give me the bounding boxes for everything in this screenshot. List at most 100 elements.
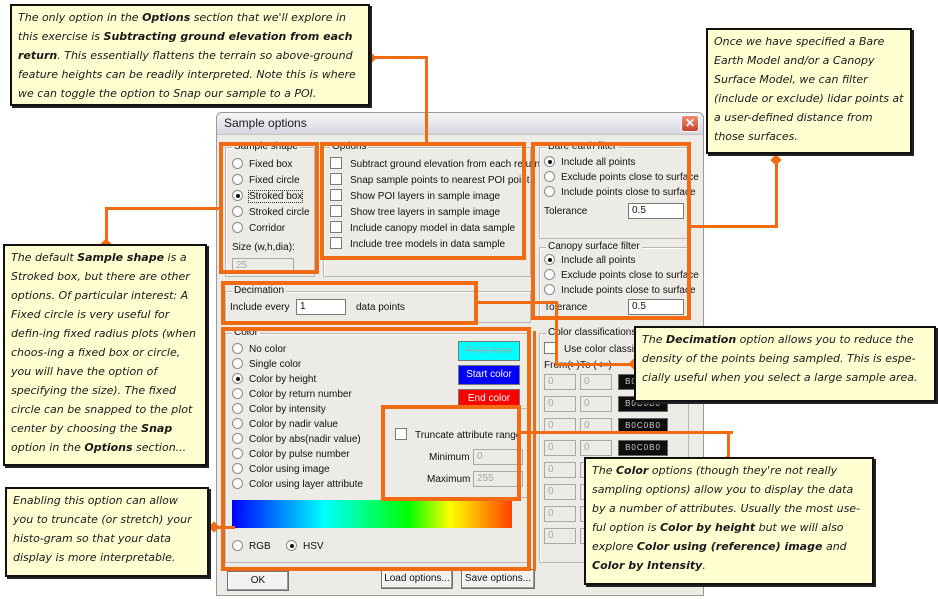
canopy-tolerance-input[interactable]: 0.5 bbox=[628, 299, 684, 315]
radio-label: RGB bbox=[249, 541, 271, 552]
highlight-decimation bbox=[221, 281, 478, 325]
checkbox-label: Snap sample points to nearest POI point bbox=[350, 175, 530, 186]
radio-selected-icon bbox=[544, 156, 555, 167]
radio-no-color[interactable]: No color bbox=[232, 343, 286, 356]
class-from-input[interactable]: 0 bbox=[544, 506, 576, 522]
radio-label: Color by height bbox=[249, 374, 317, 385]
close-icon[interactable]: ✕ bbox=[681, 115, 699, 132]
radio-label: Stroked box bbox=[247, 190, 304, 203]
radio-label: No color bbox=[249, 344, 287, 355]
canopy-include-close[interactable]: Include points close to surface bbox=[544, 284, 696, 297]
decimation-group: Decimation Include every 1 data points bbox=[225, 285, 531, 323]
highlight-options bbox=[320, 142, 526, 260]
radio-label: Color by return number bbox=[249, 389, 352, 400]
maximum-label: Maximum bbox=[427, 474, 471, 485]
truncate-panel: Truncate attribute range Minimum 0 Maxim… bbox=[384, 408, 528, 498]
connector-truncate-h bbox=[215, 526, 235, 529]
radio-stroked-box[interactable]: Stroked box bbox=[232, 190, 304, 203]
radio-icon bbox=[232, 388, 243, 399]
radio-rgb[interactable]: RGB bbox=[232, 540, 271, 553]
bare-earth-include-close[interactable]: Include points close to surface bbox=[544, 186, 696, 199]
class-from-input[interactable]: 0 bbox=[544, 484, 576, 500]
ok-button[interactable]: OK bbox=[227, 571, 289, 591]
radio-fixed-circle[interactable]: Fixed circle bbox=[232, 174, 300, 187]
radio-icon bbox=[232, 343, 243, 354]
connector-filter-h bbox=[690, 225, 778, 228]
radio-hsv[interactable]: HSV bbox=[286, 540, 324, 553]
class-from-input[interactable]: 0 bbox=[544, 440, 576, 456]
checkbox-label: Show tree layers in sample image bbox=[350, 207, 501, 218]
radio-stroked-circle[interactable]: Stroked circle bbox=[232, 206, 310, 219]
radio-color-by-return[interactable]: Color by return number bbox=[232, 388, 352, 401]
callout-sample-shape: The default Sample shape is a Stroked bo… bbox=[3, 244, 207, 466]
class-from-input[interactable]: 0 bbox=[544, 374, 576, 390]
callout-filter: Once we have specified a Bare Earth Mode… bbox=[706, 28, 912, 154]
class-color-swatch[interactable]: B0C0B0 bbox=[618, 440, 668, 456]
radio-corridor[interactable]: Corridor bbox=[232, 222, 285, 235]
class-from-input[interactable]: 0 bbox=[544, 396, 576, 412]
radio-icon bbox=[232, 403, 243, 414]
checkbox-include-canopy[interactable]: Include canopy model in data sample bbox=[330, 221, 515, 235]
class-from-input[interactable]: 0 bbox=[544, 528, 576, 544]
class-from-input[interactable]: 0 bbox=[544, 462, 576, 478]
size-label: Size (w,h,dia): bbox=[232, 242, 295, 253]
canopy-surface-filter-label: Canopy surface filter bbox=[546, 241, 642, 253]
checkbox-icon bbox=[330, 237, 342, 249]
radio-color-using-image[interactable]: Color using image bbox=[232, 463, 330, 476]
minimum-input[interactable]: 0 bbox=[473, 449, 523, 465]
radio-icon bbox=[232, 540, 243, 551]
radio-icon bbox=[232, 158, 243, 169]
checkbox-label: Truncate attribute range bbox=[415, 430, 522, 441]
class-to-input[interactable]: 0 bbox=[580, 440, 612, 456]
callout-color: The Color options (though they're not re… bbox=[584, 457, 874, 585]
checkbox-show-tree-layers[interactable]: Show tree layers in sample image bbox=[330, 205, 500, 219]
radio-color-using-layer[interactable]: Color using layer attribute bbox=[232, 478, 363, 491]
checkbox-label: Include tree models in data sample bbox=[350, 239, 506, 250]
radio-label: Include points close to surface bbox=[561, 187, 696, 198]
bare-earth-exclude-close[interactable]: Exclude points close to surface bbox=[544, 171, 699, 184]
radio-color-by-abs-nadir[interactable]: Color by abs(nadir value) bbox=[232, 433, 361, 446]
highlight-sample-shape bbox=[219, 142, 319, 274]
canopy-exclude-close[interactable]: Exclude points close to surface bbox=[544, 269, 699, 282]
checkbox-include-tree-models[interactable]: Include tree models in data sample bbox=[330, 237, 505, 251]
radio-label: Color by intensity bbox=[249, 404, 326, 415]
start-color-button[interactable]: Start color bbox=[458, 365, 520, 385]
checkbox-subtract-ground[interactable]: Subtract ground elevation from each retu… bbox=[330, 157, 540, 171]
maximum-input[interactable]: 255 bbox=[473, 471, 523, 487]
radio-color-by-pulse[interactable]: Color by pulse number bbox=[232, 448, 350, 461]
highlight-color bbox=[221, 327, 531, 571]
load-options-button[interactable]: Load options... bbox=[381, 569, 453, 589]
radio-color-by-height[interactable]: Color by height bbox=[232, 373, 316, 386]
checkbox-icon bbox=[395, 428, 407, 440]
checkbox-show-poi-layers[interactable]: Show POI layers in sample image bbox=[330, 189, 500, 203]
connector-classif-v bbox=[533, 331, 536, 571]
radio-label: Include all points bbox=[561, 157, 636, 168]
decimation-suffix: data points bbox=[356, 302, 405, 313]
radio-fixed-box[interactable]: Fixed box bbox=[232, 158, 292, 171]
title-bar[interactable]: Sample options ✕ bbox=[217, 113, 703, 135]
radio-single-color[interactable]: Single color bbox=[232, 358, 301, 371]
bare-earth-tolerance-input[interactable]: 0.5 bbox=[628, 203, 684, 219]
color-classifications-label: Color classifications bbox=[546, 327, 639, 339]
radio-label: Exclude points close to surface bbox=[561, 270, 699, 281]
minimum-label: Minimum bbox=[429, 452, 470, 463]
decimation-input[interactable]: 1 bbox=[296, 299, 346, 315]
save-options-button[interactable]: Save options... bbox=[461, 569, 535, 589]
radio-label: Fixed circle bbox=[249, 175, 300, 186]
checkbox-snap-poi[interactable]: Snap sample points to nearest POI point bbox=[330, 173, 530, 187]
point-color-button[interactable]: Point color bbox=[458, 341, 520, 361]
radio-icon bbox=[232, 358, 243, 369]
class-to-input[interactable]: 0 bbox=[580, 396, 612, 412]
radio-color-by-intensity[interactable]: Color by intensity bbox=[232, 403, 326, 416]
checkbox-truncate[interactable]: Truncate attribute range bbox=[395, 428, 521, 442]
connector-color-v bbox=[727, 431, 730, 461]
connector-dot bbox=[770, 154, 782, 166]
bare-earth-filter-group: Bare earth filter Include all points Exc… bbox=[539, 141, 699, 239]
canopy-include-all[interactable]: Include all points bbox=[544, 254, 636, 267]
checkbox-icon bbox=[330, 189, 342, 201]
bare-earth-tolerance-label: Tolerance bbox=[544, 206, 588, 217]
radio-color-by-nadir[interactable]: Color by nadir value bbox=[232, 418, 338, 431]
canopy-tolerance-label: Tolerance bbox=[544, 302, 588, 313]
class-to-input[interactable]: 0 bbox=[580, 374, 612, 390]
bare-earth-include-all[interactable]: Include all points bbox=[544, 156, 636, 169]
